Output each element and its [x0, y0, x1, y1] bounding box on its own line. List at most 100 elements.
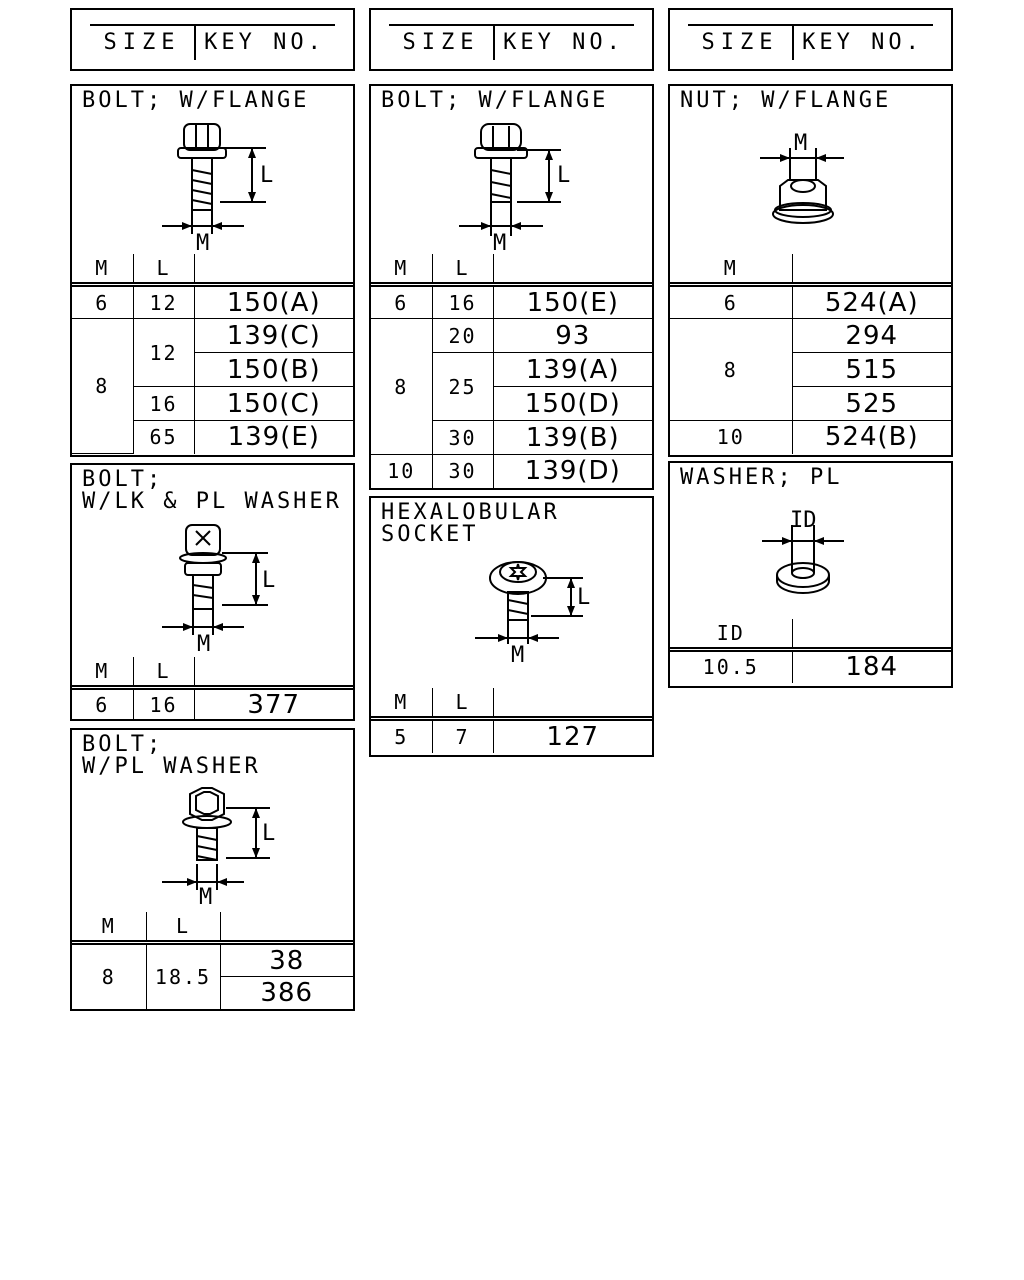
dim-label-M: M — [197, 632, 210, 657]
cell-key: 525 — [792, 386, 951, 421]
cell-l: 16 — [431, 284, 494, 319]
col-header-key — [492, 254, 652, 287]
cell-m: 6 — [72, 687, 134, 720]
cell-key: 386 — [220, 976, 353, 1010]
panel-title: NUT; W/FLANGE — [680, 88, 892, 113]
cell-key: 139(C) — [193, 318, 353, 353]
header-box-col2: SIZE KEY NO. — [369, 8, 654, 71]
cell-m: 10 — [371, 454, 433, 488]
col-header-m: M — [72, 657, 134, 690]
cell-key: 150(D) — [493, 386, 652, 421]
cell-key: 150(B) — [194, 352, 353, 387]
cell-key: 139(B) — [492, 420, 652, 455]
pl-washer-bolt-drawing: L M — [162, 787, 275, 910]
col-header-key — [193, 657, 353, 690]
size-table: M 6 524(A) 8 294 515 525 10 524(B) — [670, 254, 951, 454]
cell-l: 12 — [132, 318, 195, 387]
key-no-header: KEY NO. — [204, 30, 325, 55]
cell-l: 30 — [432, 420, 494, 455]
cell-id: 10.5 — [670, 649, 793, 683]
cell-m: 5 — [371, 718, 433, 753]
key-no-header: KEY NO. — [503, 30, 624, 55]
size-table: M L 5 7 127 — [371, 688, 652, 753]
cell-key: 150(C) — [193, 386, 353, 421]
col-header-key — [219, 912, 353, 945]
col-header-id: ID — [670, 619, 793, 652]
dim-label-L: L — [260, 163, 273, 188]
cell-key: 150(E) — [492, 284, 652, 319]
flange-bolt-drawing: L M — [162, 123, 273, 254]
col-header-l: L — [132, 254, 195, 287]
flange-bolt-drawing: L M — [459, 123, 570, 254]
panel-title: BOLT; W/PL WASHER — [82, 732, 261, 779]
panel-title: BOLT; W/LK & PL WASHER — [82, 467, 342, 514]
hexalobular-screw-drawing: L M — [475, 561, 590, 668]
size-header: SIZE — [402, 30, 480, 55]
dim-label-M: M — [199, 885, 212, 910]
cell-m: 6 — [670, 284, 793, 319]
dim-label-M: M — [511, 643, 524, 668]
col-header-m: M — [670, 254, 793, 287]
panel-title: HEXALOBULAR SOCKET — [381, 500, 560, 547]
cell-l: 20 — [431, 318, 494, 353]
cell-m: 10 — [670, 420, 793, 454]
size-table: M L 6 16 150(E) 8 20 93 25 139(A) 150(D)… — [371, 254, 652, 488]
col-header-key — [193, 254, 353, 287]
cell-key: 294 — [791, 318, 951, 353]
panel-nut-flange: NUT; W/FLANGE M M 6 524(A) 8 294 51 — [668, 84, 953, 457]
cell-key: 127 — [492, 718, 652, 753]
header-box-col1: SIZE KEY NO. — [70, 8, 355, 71]
cell-m: 6 — [72, 284, 134, 319]
cell-key: 150(A) — [193, 284, 353, 319]
col-header-m: M — [72, 254, 134, 287]
col-header-key — [492, 688, 652, 721]
panel-hexalobular-socket: HEXALOBULAR SOCKET L M M L 5 — [369, 496, 654, 757]
cell-l: 16 — [132, 687, 195, 720]
col-header-key — [791, 254, 951, 287]
cell-l: 7 — [431, 718, 494, 753]
panel-bolt-flange-2: BOLT; W/FLANGE L M M L 6 16 — [369, 84, 654, 490]
header-box-col3: SIZE KEY NO. — [668, 8, 953, 71]
cell-m: 8 — [72, 942, 147, 1010]
key-no-header: KEY NO. — [802, 30, 923, 55]
dim-label-L: L — [262, 821, 275, 846]
col-header-key — [791, 619, 951, 652]
col-header-m: M — [371, 688, 433, 721]
cell-key: 524(A) — [791, 284, 951, 319]
dim-label-M: M — [196, 231, 209, 254]
panel-title: WASHER; PL — [680, 465, 843, 490]
panel-bolt-flange-1: BOLT; W/FLANGE L M M L 6 — [70, 84, 355, 457]
dim-label-L: L — [262, 568, 275, 593]
plain-washer-drawing: ID — [762, 508, 844, 594]
cell-key: 93 — [492, 318, 652, 353]
cell-l: 25 — [432, 352, 494, 421]
size-header: SIZE — [103, 30, 181, 55]
dim-label-M: M — [493, 231, 506, 254]
dim-label-L: L — [557, 163, 570, 188]
size-table: M L 6 16 377 — [72, 657, 353, 720]
size-header: SIZE — [701, 30, 779, 55]
header-row: SIZE KEY NO. — [688, 24, 933, 60]
cell-key: 377 — [193, 687, 353, 720]
col-header-l: L — [145, 912, 221, 945]
cell-key: 139(D) — [492, 454, 652, 488]
cell-key: 524(B) — [791, 420, 951, 454]
header-row: SIZE KEY NO. — [90, 24, 335, 60]
cell-l: 12 — [132, 284, 195, 319]
cell-m: 6 — [371, 284, 433, 319]
header-row: SIZE KEY NO. — [389, 24, 634, 60]
col-header-l: L — [431, 254, 494, 287]
panel-washer-pl: WASHER; PL ID ID 10.5 184 — [668, 461, 953, 688]
cell-m: 8 — [670, 318, 793, 421]
lk-washer-bolt-drawing: L M — [162, 524, 275, 657]
cell-m: 8 — [72, 318, 134, 454]
cell-l: 65 — [133, 420, 195, 454]
size-table: M L 8 18.5 38 386 — [72, 912, 353, 1010]
cell-key: 184 — [791, 649, 951, 683]
size-table: M L 6 12 150(A) 8 12 139(C) 150(B) 16 15… — [72, 254, 353, 454]
size-table: ID 10.5 184 — [670, 619, 951, 683]
dim-label-id: ID — [790, 508, 817, 533]
cell-key: 38 — [219, 942, 353, 977]
panel-bolt-lk-washer: BOLT; W/LK & PL WASHER L M M L — [70, 463, 355, 721]
col-header-m: M — [72, 912, 147, 945]
